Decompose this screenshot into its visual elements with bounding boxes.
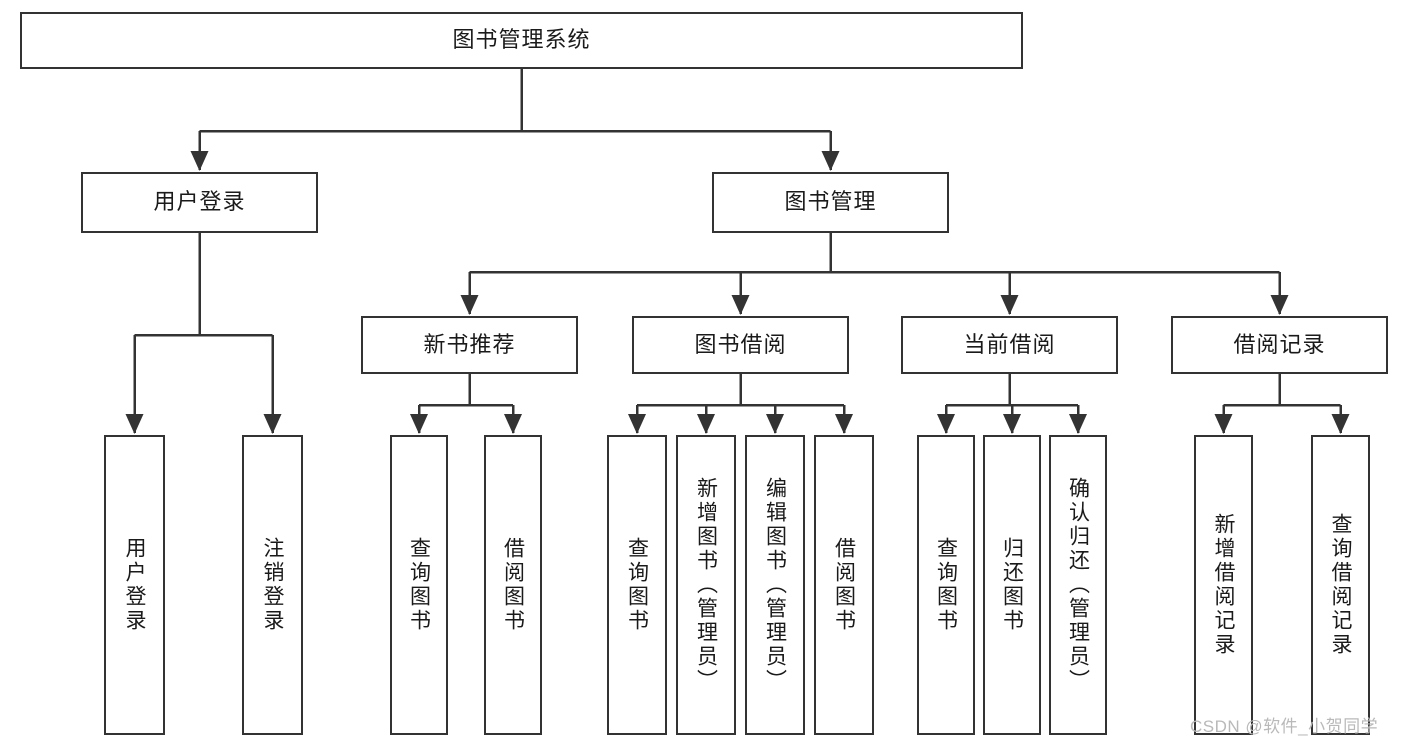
node-label: 图书管理 [784, 189, 877, 215]
node-label: 确认归还（管理员） [1066, 477, 1090, 693]
node-bb-edit-book[interactable]: 编辑图书（管理员） [745, 435, 805, 735]
node-book-borrow[interactable]: 图书借阅 [632, 316, 849, 374]
node-label: 新增借阅记录 [1212, 513, 1236, 657]
node-label: 查询借阅记录 [1329, 513, 1353, 657]
node-root[interactable]: 图书管理系统 [20, 12, 1023, 69]
node-label: 归还图书 [1000, 537, 1024, 633]
node-label: 新书推荐 [423, 331, 516, 357]
node-bb-borrow-book[interactable]: 借阅图书 [814, 435, 874, 735]
node-label: 新增图书（管理员） [694, 477, 718, 693]
node-new-book-recommend[interactable]: 新书推荐 [361, 316, 578, 374]
node-br-add-record[interactable]: 新增借阅记录 [1194, 435, 1253, 735]
node-label: 借阅记录 [1233, 331, 1326, 357]
node-label: 查询图书 [625, 537, 649, 633]
node-cb-return-book[interactable]: 归还图书 [983, 435, 1041, 735]
node-label: 借阅图书 [501, 537, 525, 633]
node-cb-confirm-return[interactable]: 确认归还（管理员） [1049, 435, 1107, 735]
node-label: 编辑图书（管理员） [763, 477, 787, 693]
node-book-management[interactable]: 图书管理 [712, 172, 949, 233]
watermark-label: CSDN @软件_小贺同学 [1190, 717, 1379, 736]
node-label: 查询图书 [934, 537, 958, 633]
node-bb-query-book[interactable]: 查询图书 [607, 435, 667, 735]
node-cb-query-book[interactable]: 查询图书 [917, 435, 975, 735]
node-label: 用户登录 [123, 537, 147, 633]
node-label: 查询图书 [407, 537, 431, 633]
node-label: 注销登录 [261, 537, 285, 633]
node-br-query-record[interactable]: 查询借阅记录 [1311, 435, 1370, 735]
node-label: 借阅图书 [832, 537, 856, 633]
node-nb-borrow-book[interactable]: 借阅图书 [484, 435, 542, 735]
node-label: 当前借阅 [963, 331, 1056, 357]
node-label: 图书管理系统 [452, 27, 591, 53]
node-borrow-record[interactable]: 借阅记录 [1171, 316, 1388, 374]
node-bb-add-book[interactable]: 新增图书（管理员） [676, 435, 736, 735]
node-nb-query-book[interactable]: 查询图书 [390, 435, 448, 735]
node-label: 图书借阅 [694, 331, 787, 357]
node-user-logout-leaf[interactable]: 注销登录 [242, 435, 303, 735]
node-user-login[interactable]: 用户登录 [81, 172, 318, 233]
node-label: 用户登录 [153, 189, 246, 215]
node-user-login-leaf[interactable]: 用户登录 [104, 435, 165, 735]
node-current-borrow[interactable]: 当前借阅 [901, 316, 1118, 374]
